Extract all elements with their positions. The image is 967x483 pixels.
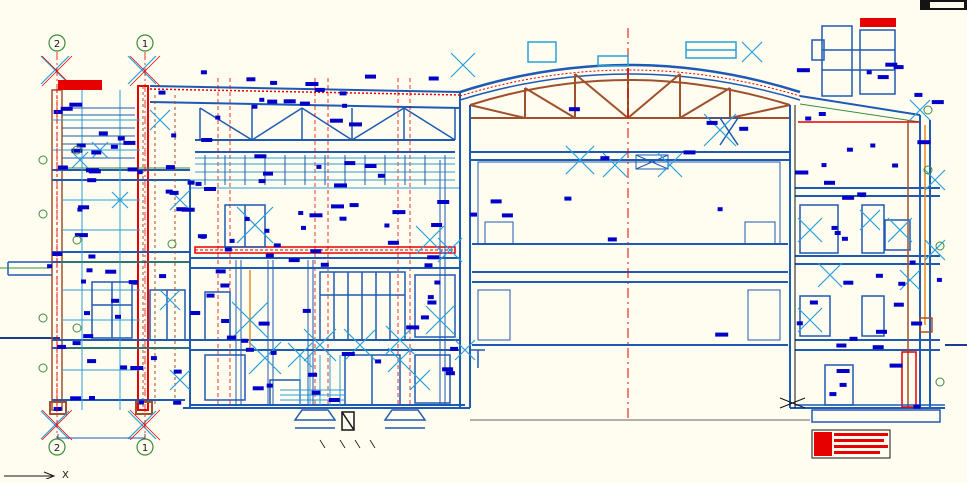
red-legend-blocks <box>58 18 896 459</box>
grid-label: 1 <box>142 443 148 454</box>
right-wing <box>779 25 945 423</box>
annotation-tags <box>47 62 944 411</box>
grid-axes <box>41 52 161 441</box>
axis-label-x: X <box>62 470 69 479</box>
central-hall <box>459 28 801 420</box>
grid-bubble-bottom-2: 2 <box>48 438 66 456</box>
grid-label: 2 <box>54 443 60 454</box>
corner-tab <box>920 0 967 10</box>
left-wing <box>0 85 190 415</box>
grid-label: 1 <box>142 39 148 50</box>
ucs-icon: X <box>4 470 69 481</box>
middle-left-block <box>149 78 465 449</box>
grid-label: 2 <box>54 39 60 50</box>
grid-bubble-top-2: 2 <box>48 34 66 52</box>
grid-bubble-top-1: 1 <box>136 34 154 52</box>
grid-bubble-bottom-1: 1 <box>136 438 154 456</box>
level-markers <box>38 105 945 387</box>
